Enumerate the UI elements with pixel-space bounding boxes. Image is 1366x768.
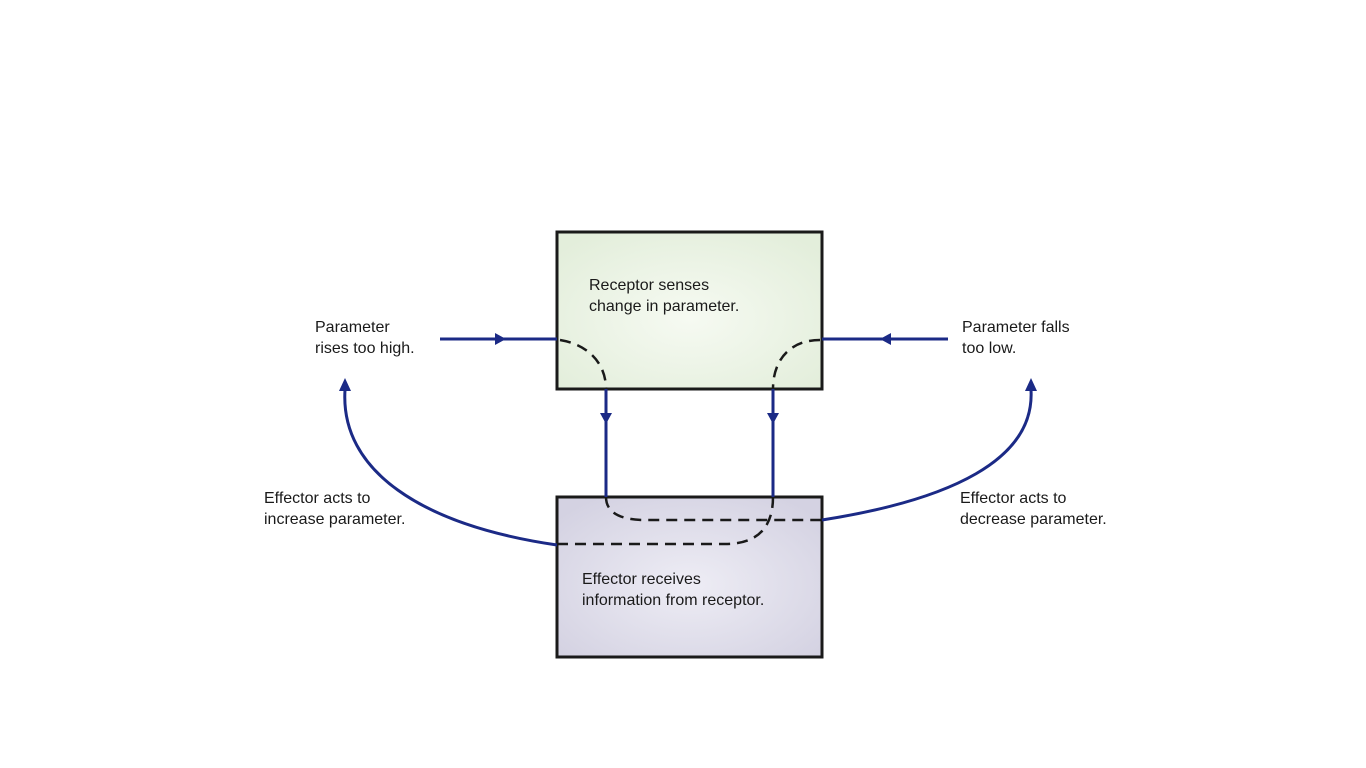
falls-label: Parameter falls too low.	[962, 319, 1070, 357]
receptor-box	[555, 230, 824, 391]
decrease-label: Effector acts to decrease parameter.	[960, 490, 1107, 528]
arrowhead-down-icon	[767, 413, 779, 424]
receptor-text: Receptor senses change in parameter.	[589, 277, 740, 315]
arrowhead-up-icon	[1025, 378, 1037, 391]
dashed-path	[604, 496, 822, 522]
arrowhead-left-icon	[880, 333, 891, 345]
arrowhead-right-icon	[495, 333, 506, 345]
increase-curve	[343, 389, 558, 547]
dashed-path	[771, 338, 821, 390]
decrease-curve	[821, 389, 1033, 522]
increase-label: Effector acts to increase parameter.	[264, 490, 406, 528]
effector-text: Effector receives information from recep…	[582, 571, 765, 609]
rises-label: Parameter rises too high.	[315, 319, 415, 357]
dashed-path	[557, 496, 775, 546]
arrowhead-up-icon	[339, 378, 351, 391]
effector-box	[555, 495, 824, 659]
arrowhead-down-icon	[600, 413, 612, 424]
dashed-path	[559, 338, 608, 390]
